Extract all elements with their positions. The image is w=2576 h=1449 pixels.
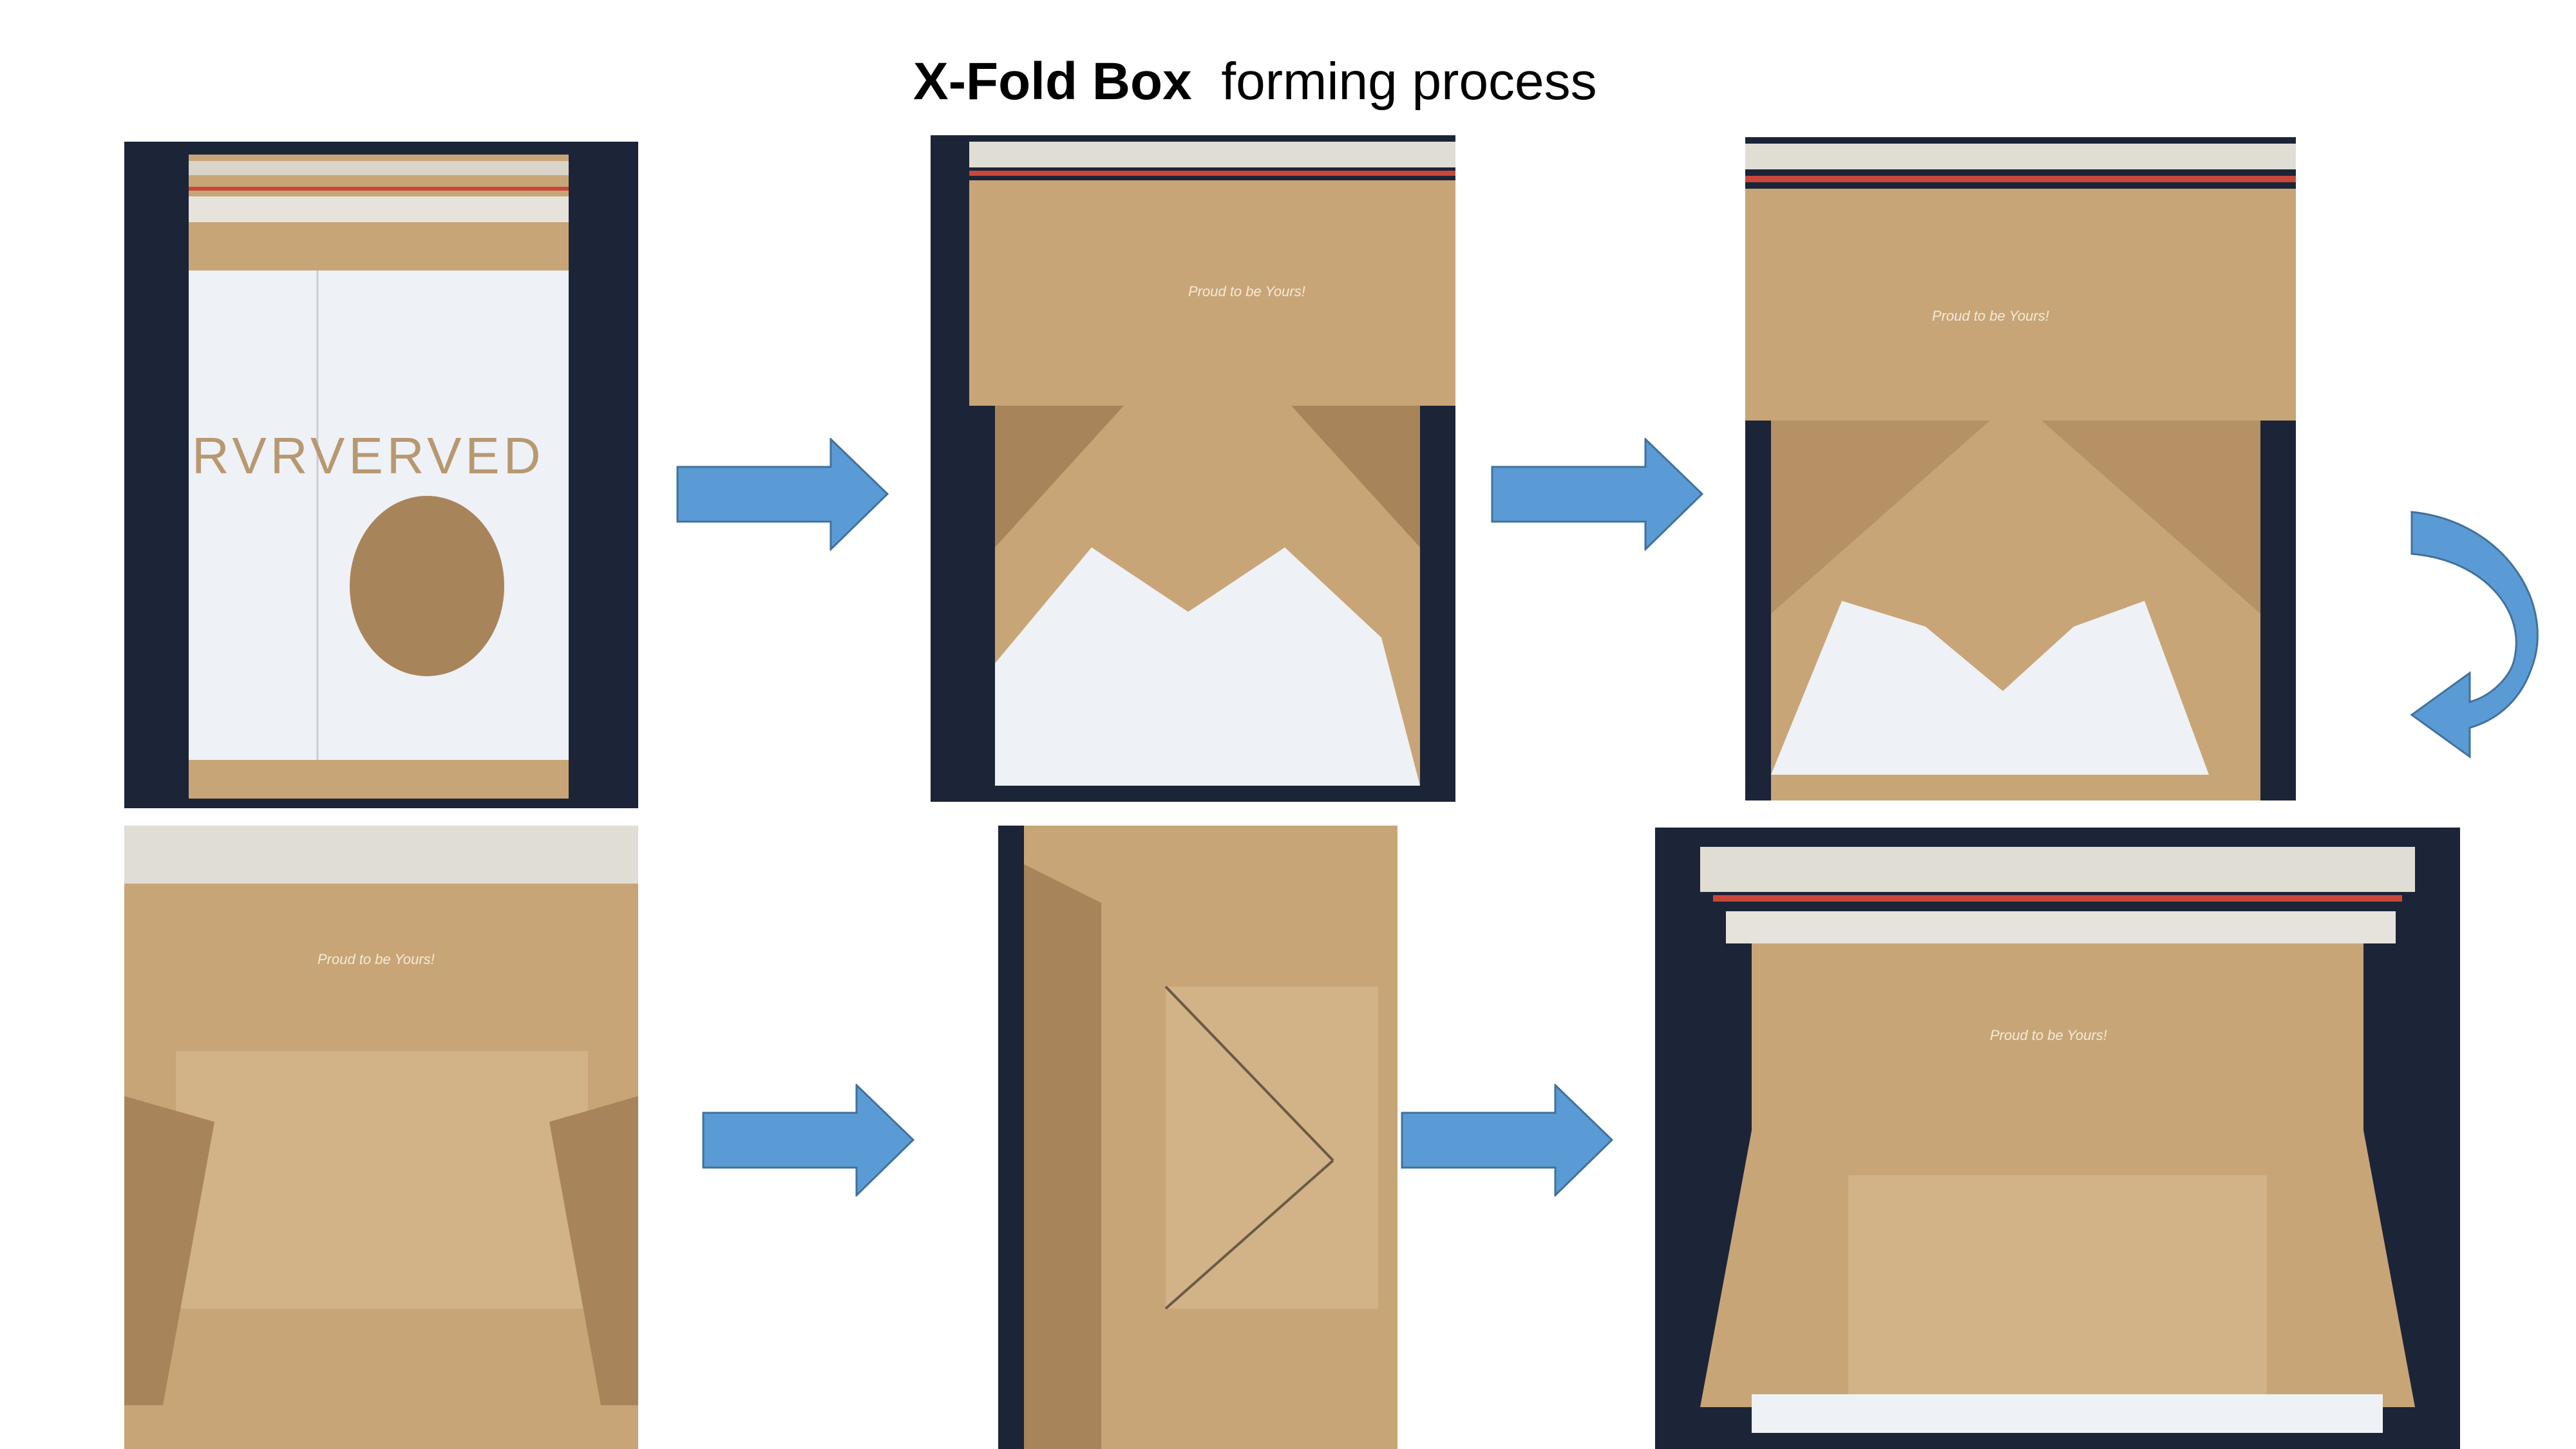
photo-step-6-finished-box: Proud to be Yours! — [1655, 828, 2460, 1449]
photo-step-2: Proud to be Yours! — [931, 135, 1455, 802]
step-3-print: Proud to be Yours! — [1932, 308, 2049, 324]
photo-step-4: Proud to be Yours! — [124, 826, 638, 1449]
arrow-right-2 — [1491, 438, 1703, 551]
title-bold: X-Fold Box — [913, 52, 1192, 111]
photo-step-3: Proud to be Yours! — [1745, 137, 2296, 800]
photo-step-1-flat-blank: RVRVERVED — [124, 142, 638, 808]
title-rest: forming process — [1221, 52, 1597, 111]
arrow-right-1 — [676, 438, 889, 551]
arrow-curved — [2409, 509, 2557, 760]
arrow-right-4 — [1401, 1084, 1613, 1197]
step-2-print: Proud to be Yours! — [1188, 283, 1305, 299]
step-1-print: RVRVERVED — [192, 427, 545, 484]
arrow-right-3 — [702, 1084, 914, 1197]
step-4-print: Proud to be Yours! — [317, 951, 435, 967]
page-title: X-Fold Box forming process — [913, 46, 1686, 117]
photo-step-5 — [998, 826, 1397, 1449]
step-6-print: Proud to be Yours! — [1990, 1027, 2107, 1043]
